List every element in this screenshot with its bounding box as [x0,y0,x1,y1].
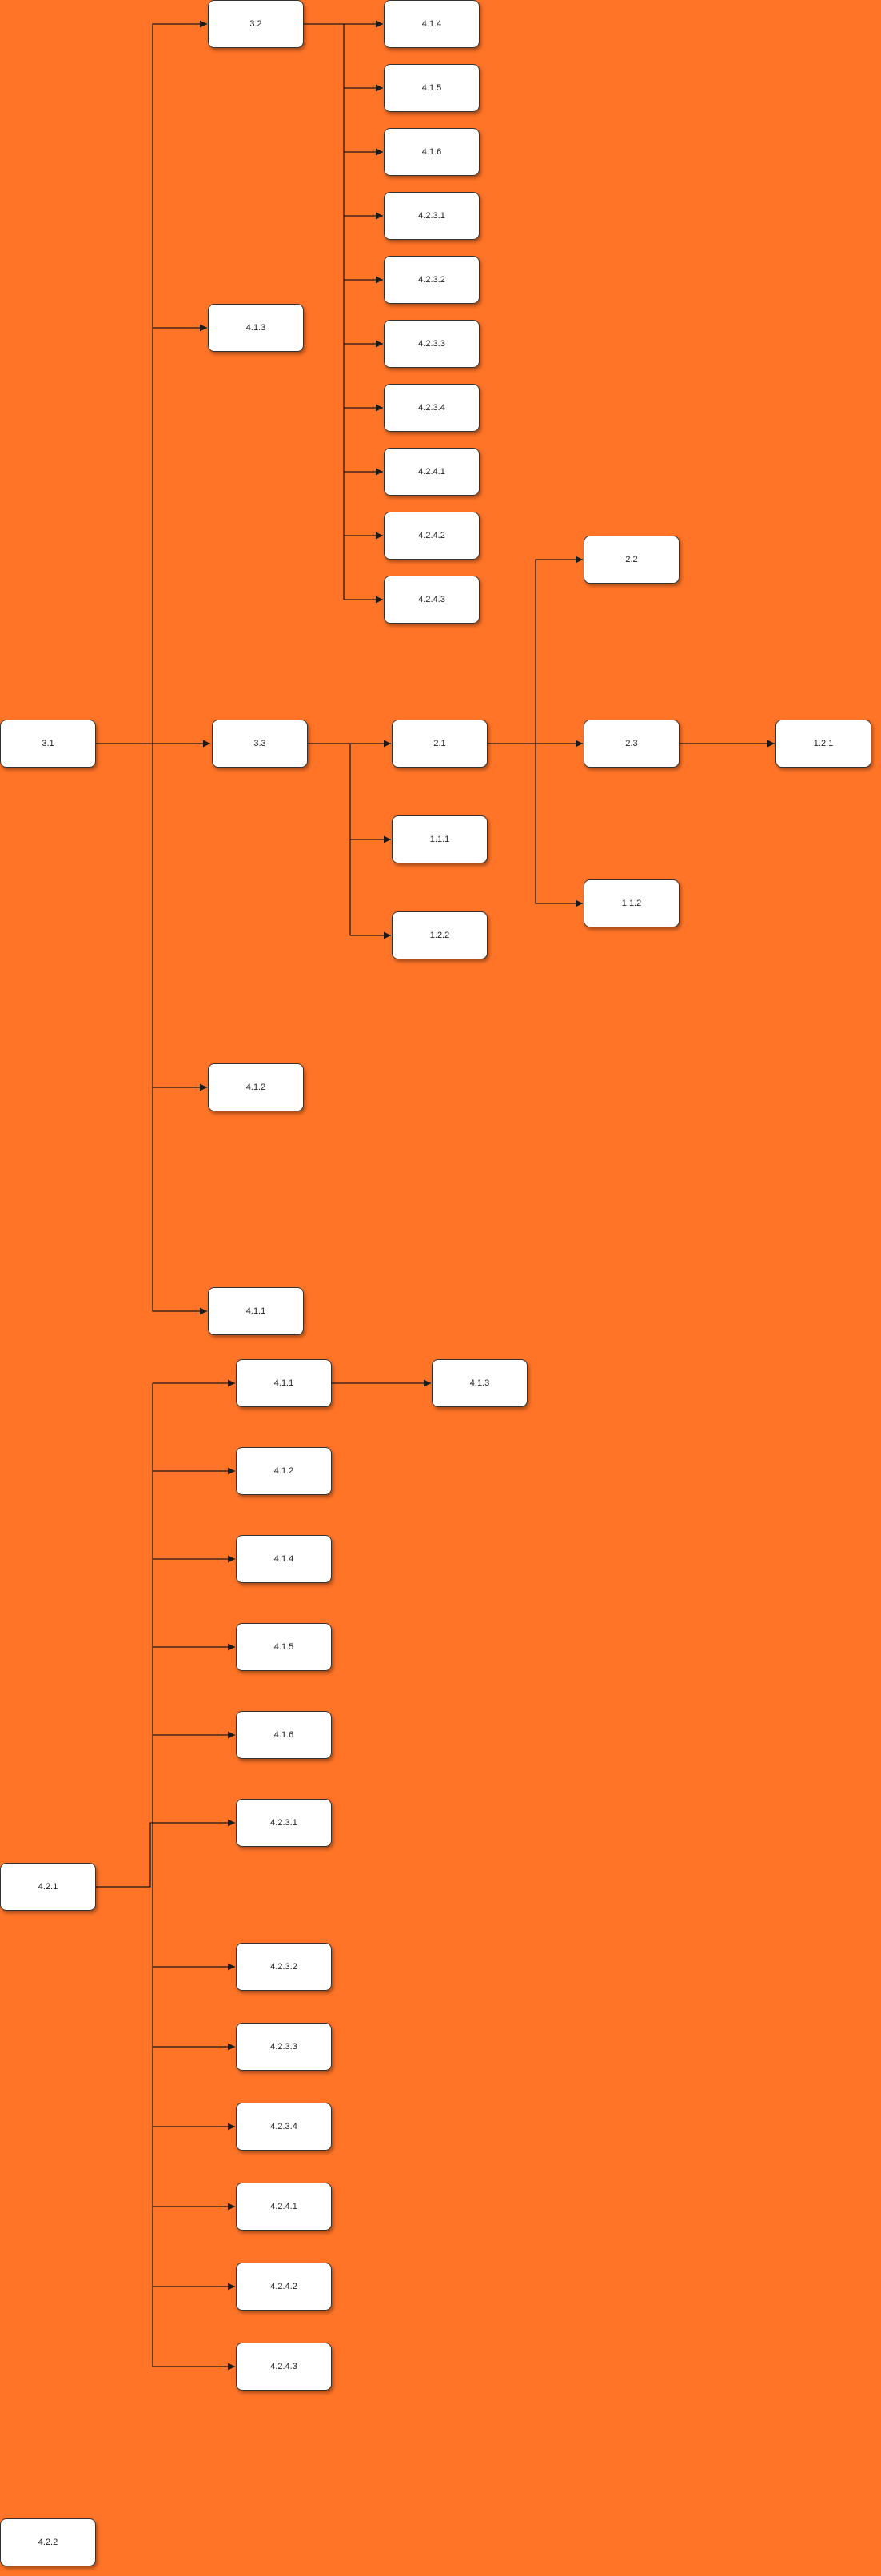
edge-2-1-to-2-2 [535,556,583,744]
node-4-2-2[interactable]: 4.2.2 [0,2518,96,2566]
node-4-2-4-2-lower[interactable]: 4.2.4.2 [236,2263,332,2311]
node-4-1-3-lower[interactable]: 4.1.3 [432,1359,528,1407]
node-4-2-3-4-lower[interactable]: 4.2.3.4 [236,2103,332,2151]
node-4-1-6-lower[interactable]: 4.1.6 [236,1711,332,1759]
node-4-2-3-1-upper[interactable]: 4.2.3.1 [384,192,480,240]
node-3-1[interactable]: 3.1 [0,720,96,768]
node-2-3[interactable]: 2.3 [584,720,680,768]
node-1-1-2[interactable]: 1.1.2 [584,879,680,927]
node-4-1-4-upper[interactable]: 4.1.4 [384,0,480,48]
node-4-2-3-1-lower[interactable]: 4.2.3.1 [236,1799,332,1847]
node-4-1-2-lower[interactable]: 4.1.2 [236,1447,332,1495]
node-1-1-1[interactable]: 1.1.1 [392,815,488,863]
node-4-1-5-lower[interactable]: 4.1.5 [236,1623,332,1671]
node-4-2-4-2-upper[interactable]: 4.2.4.2 [384,512,480,560]
edge-3-1-to-4-1-1 [152,1087,207,1315]
node-4-1-1-upper[interactable]: 4.1.1 [208,1287,304,1335]
node-4-1-1-lower[interactable]: 4.1.1 [236,1359,332,1407]
edge-3-1-to-3-2 [96,20,207,744]
node-4-2-4-1-upper[interactable]: 4.2.4.1 [384,448,480,496]
node-3-2[interactable]: 3.2 [208,0,304,48]
node-2-2[interactable]: 2.2 [584,536,680,584]
node-4-2-3-4-upper[interactable]: 4.2.3.4 [384,384,480,432]
node-4-2-4-1-lower[interactable]: 4.2.4.1 [236,2183,332,2231]
node-4-1-5-upper[interactable]: 4.1.5 [384,64,480,112]
node-4-2-3-2-upper[interactable]: 4.2.3.2 [384,256,480,304]
node-4-2-4-3-upper[interactable]: 4.2.4.3 [384,576,480,624]
node-4-1-6-upper[interactable]: 4.1.6 [384,128,480,176]
node-4-2-1[interactable]: 4.2.1 [0,1863,96,1911]
node-4-1-3-upper[interactable]: 4.1.3 [208,304,304,352]
edge-4-2-1-link [96,1822,153,1888]
node-3-3[interactable]: 3.3 [212,720,308,768]
edge-2-1-to-1-1-2 [535,744,583,907]
edge-3-1-to-4-1-2 [152,744,207,1091]
node-4-2-3-3-upper[interactable]: 4.2.3.3 [384,320,480,368]
node-4-2-3-3-lower[interactable]: 4.2.3.3 [236,2023,332,2071]
node-1-2-2[interactable]: 1.2.2 [392,911,488,959]
node-4-2-4-3-lower[interactable]: 4.2.4.3 [236,2343,332,2391]
node-4-1-4-lower[interactable]: 4.1.4 [236,1535,332,1583]
node-1-2-1[interactable]: 1.2.1 [775,720,871,768]
node-4-2-3-2-lower[interactable]: 4.2.3.2 [236,1943,332,1991]
node-2-1[interactable]: 2.1 [392,720,488,768]
node-4-1-2-upper[interactable]: 4.1.2 [208,1063,304,1111]
